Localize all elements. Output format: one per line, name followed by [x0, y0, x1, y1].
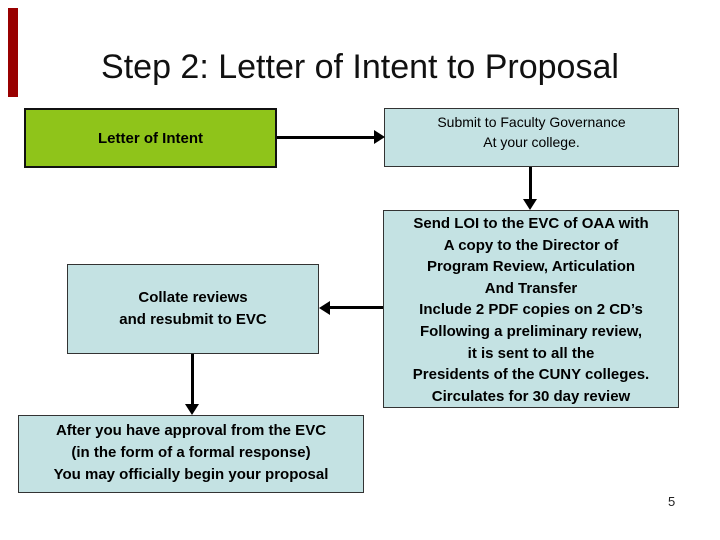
flow-node-text-line: Collate reviews: [138, 289, 248, 306]
arrow-collate-to-approval-line: [191, 354, 194, 405]
flow-node-text-line: Submit to Faculty Governance: [437, 114, 626, 130]
arrow-sendloi-to-collate-line: [329, 306, 383, 309]
arrow-down-icon: [185, 404, 199, 415]
flow-node-text-line: Circulates for 30 day review: [431, 387, 631, 405]
flow-node-text-line: Program Review, Articulation: [426, 258, 636, 276]
flow-node-text-line: Send LOI to the EVC of OAA with: [413, 215, 649, 232]
page-number: 5: [668, 494, 676, 509]
flow-node-text-line: Following a preliminary review,: [419, 322, 642, 340]
flow-node-text-line: A copy to the Director of: [443, 236, 619, 254]
flow-node-text-line: At your college.: [483, 134, 580, 150]
flow-node-text-line: Include 2 PDF copies on 2 CD’s: [419, 301, 643, 319]
flow-node-text-line: it is sent to all the: [467, 344, 595, 362]
arrow-governance-to-sendloi-line: [529, 167, 532, 200]
arrow-right-icon: [374, 130, 385, 144]
arrow-loi-to-governance-line: [277, 136, 377, 139]
flow-node-collate-reviews: Collate reviews and resubmit to EVC: [67, 264, 319, 354]
flow-node-text-line: You may officially begin your proposal: [53, 466, 329, 483]
flow-node-label: Letter of Intent: [98, 129, 203, 147]
flow-node-text-line: And Transfer: [484, 279, 578, 297]
flow-node-send-loi: Send LOI to the EVC of OAA with A copy t…: [383, 210, 679, 408]
flow-node-submit-governance: Submit to Faculty Governance At your col…: [384, 108, 679, 167]
arrow-down-icon: [523, 199, 537, 210]
flow-node-text-line: After you have approval from the EVC: [55, 422, 327, 439]
accent-bar: [8, 8, 18, 97]
flow-node-approval: After you have approval from the EVC (in…: [18, 415, 364, 493]
slide-title: Step 2: Letter of Intent to Proposal: [101, 48, 619, 86]
flow-node-text-line: Presidents of the CUNY colleges.: [412, 366, 650, 384]
flow-node-text-line: and resubmit to EVC: [119, 311, 267, 328]
arrow-left-icon: [319, 301, 330, 315]
flow-node-text-line: (in the form of a formal response): [71, 444, 311, 461]
flow-node-letter-of-intent: Letter of Intent: [24, 108, 277, 168]
